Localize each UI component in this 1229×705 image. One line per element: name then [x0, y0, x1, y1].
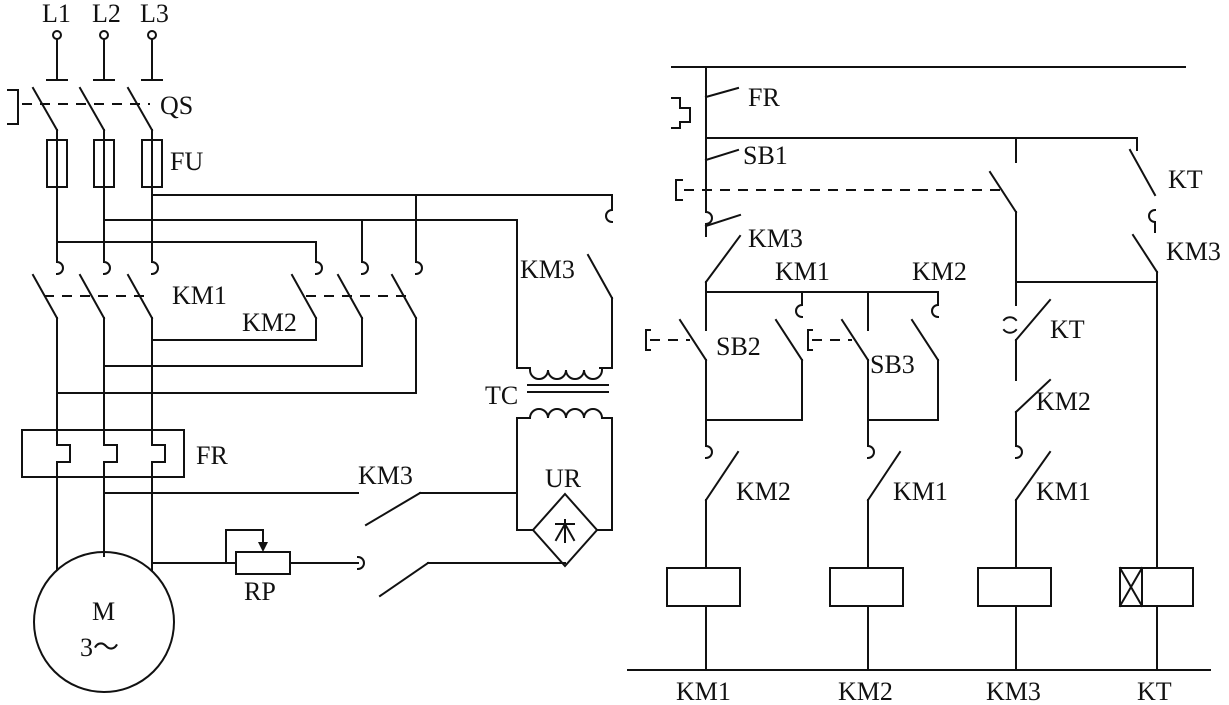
label-fu: FU	[170, 147, 203, 176]
label-coil-km2: KM2	[838, 677, 893, 705]
label-km2-hold: KM2	[912, 257, 967, 286]
label-qs: QS	[160, 91, 193, 120]
label-sb3: SB3	[870, 350, 915, 379]
label-coil-km1: KM1	[676, 677, 731, 705]
label-km2-ib3: KM2	[1036, 387, 1091, 416]
label-l2: L2	[92, 0, 121, 28]
label-sb2: SB2	[716, 332, 761, 361]
label-km2-ib1: KM2	[736, 477, 791, 506]
supply-terminals	[46, 30, 163, 81]
qs-switch	[7, 86, 154, 141]
label-tc: TC	[485, 381, 518, 410]
label-sb1: SB1	[743, 141, 788, 170]
label-fr-ctrl: FR	[748, 83, 780, 112]
label-rp: RP	[244, 577, 276, 606]
control-circuit: FR SB1 KM3 KM1 KM2	[627, 66, 1221, 705]
ur-rectifier	[516, 492, 613, 568]
label-coil-kt: KT	[1137, 677, 1172, 705]
km1-branch	[645, 291, 804, 671]
km3-nc-contact	[704, 225, 742, 293]
motor-label-phase: 3～	[80, 633, 119, 662]
label-km1-ib2: KM1	[893, 477, 948, 506]
label-kt-break: KT	[1050, 315, 1085, 344]
label-l3: L3	[140, 0, 169, 28]
dc-brake-branch	[103, 491, 566, 598]
fr-thermal-relay	[21, 429, 185, 478]
km3-branch	[977, 137, 1158, 671]
tc-transformer	[516, 194, 614, 531]
fr-nc-contact	[671, 66, 740, 139]
label-km2-power: KM2	[242, 308, 297, 337]
label-km1-power: KM1	[172, 281, 227, 310]
kt-branch	[1118, 137, 1194, 671]
label-ur: UR	[545, 464, 582, 493]
motor-label-m: M	[92, 597, 115, 626]
main-power-circuit: L1 L2 L3 QS FU	[7, 0, 614, 693]
km1-main-contacts	[31, 260, 159, 320]
label-kt-top: KT	[1168, 165, 1203, 194]
label-km3-kt: KM3	[1166, 237, 1221, 266]
fu-fuses	[46, 139, 163, 188]
label-km1-ib3: KM1	[1036, 477, 1091, 506]
km2-main-contacts	[56, 260, 423, 394]
sb1-stop-button	[675, 137, 1000, 228]
label-km3-self: KM3	[748, 224, 803, 253]
motor	[33, 551, 175, 693]
km2-branch	[807, 291, 940, 671]
label-coil-km3: KM3	[986, 677, 1041, 705]
label-fr-power: FR	[196, 441, 228, 470]
label-km3-dc: KM3	[358, 461, 413, 490]
power-wiring	[56, 186, 613, 263]
label-km3-power: KM3	[520, 255, 575, 284]
label-l1: L1	[42, 0, 71, 28]
label-km1-hold: KM1	[775, 257, 830, 286]
